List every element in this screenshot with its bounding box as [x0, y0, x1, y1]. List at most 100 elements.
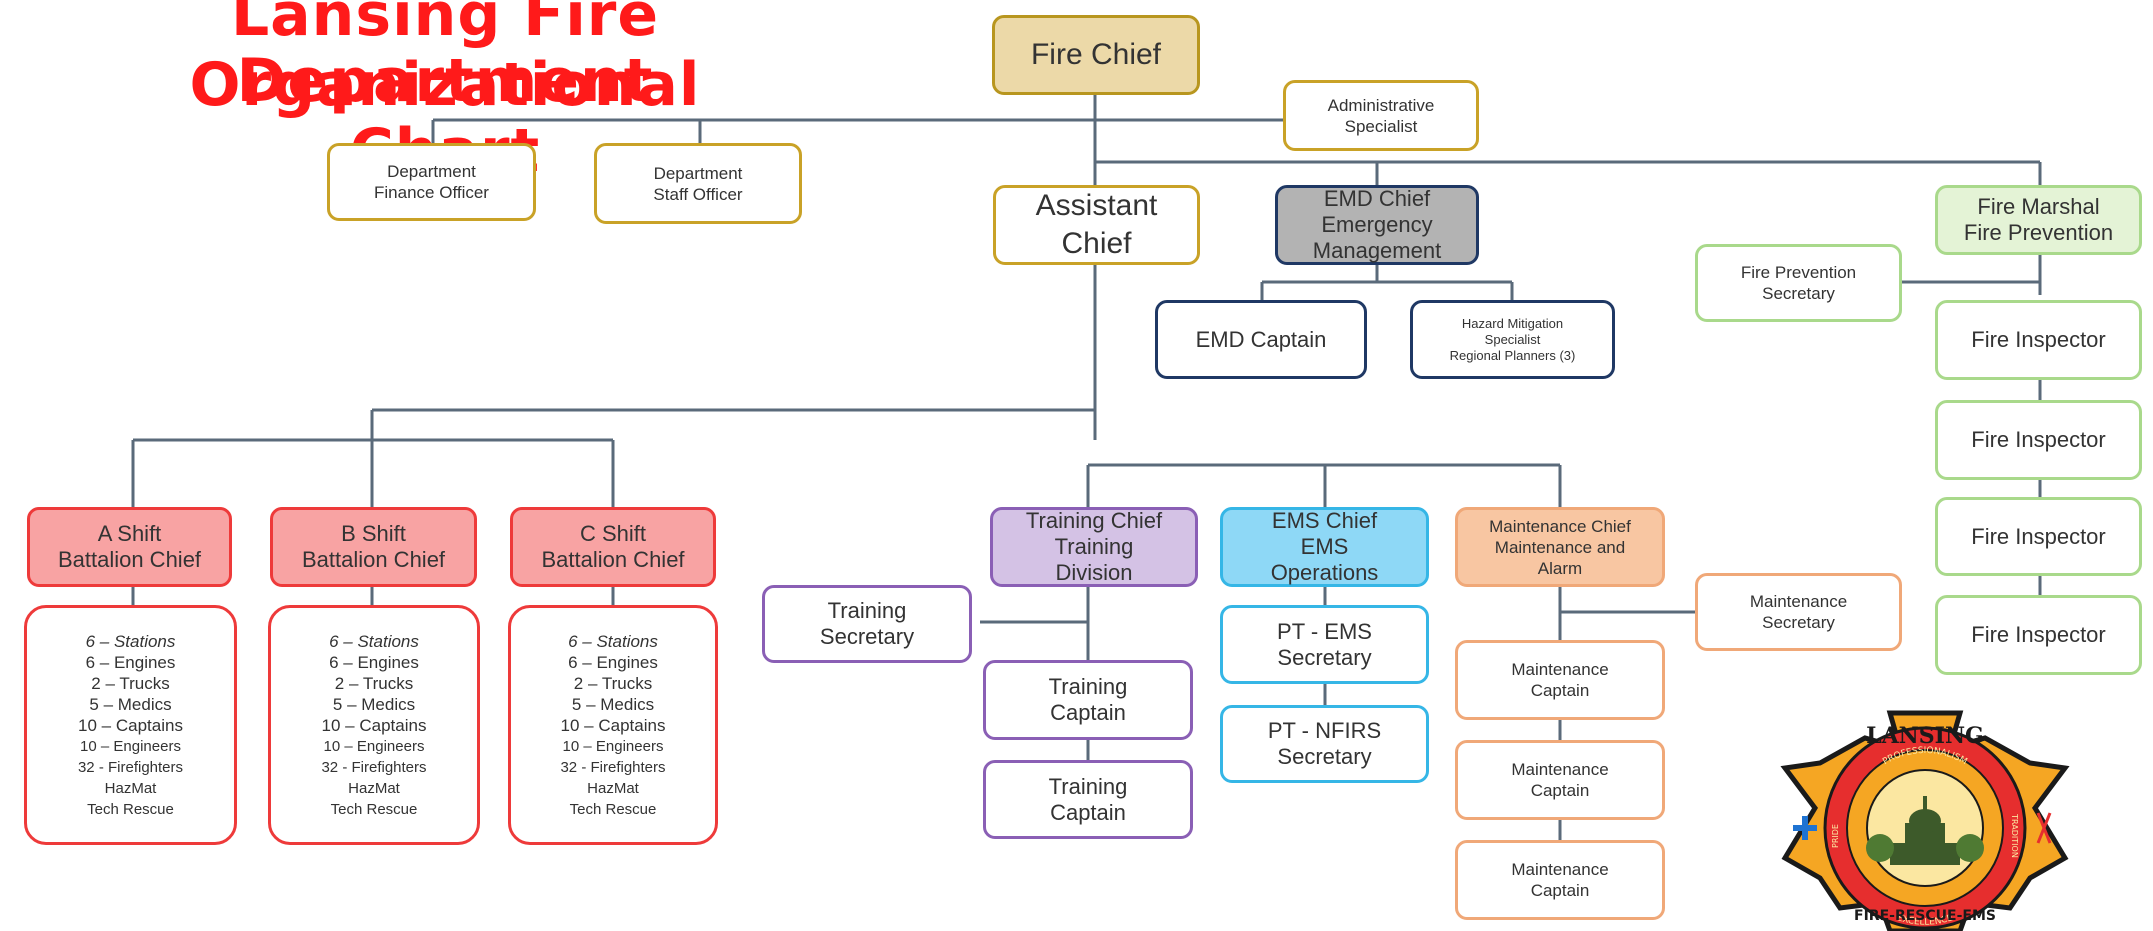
c-shift-details-box: 6 – Stations 6 – Engines 2 – Trucks 5 – … — [508, 605, 718, 845]
fire-chief-label: Fire Chief — [1030, 38, 1162, 71]
b-shift-captains: 10 – Captains — [321, 715, 427, 735]
fire-inspector-label-1: Fire Inspector — [1971, 327, 2106, 352]
fire-marshal-line-2: Fire Prevention — [1963, 220, 2114, 245]
hazard-mitigation-line-3: Regional Planners (3) — [1449, 347, 1576, 363]
c-shift-engines: 6 – Engines — [568, 652, 658, 672]
fire-prevention-secretary-line-2: Secretary — [1762, 284, 1835, 303]
training-chief-line-2: Training — [1054, 534, 1134, 559]
maintenance-captain-3-line-2: Captain — [1530, 881, 1590, 900]
c-shift-captains: 10 – Captains — [560, 715, 666, 735]
b-shift-stations: 6 – Stations — [329, 631, 419, 651]
department-finance-officer-box: Department Finance Officer — [327, 143, 536, 221]
hazard-mitigation-box: Hazard Mitigation Specialist Regional Pl… — [1410, 300, 1615, 379]
pt-nfirs-secretary-line-1: PT - NFIRS — [1267, 718, 1382, 743]
star-of-life-icon — [1793, 816, 1817, 840]
training-secretary-line-2: Secretary — [819, 624, 915, 649]
pt-nfirs-secretary-line-2: Secretary — [1277, 744, 1372, 769]
c-shift-trucks: 2 – Trucks — [573, 673, 653, 693]
staff-officer-line-2: Staff Officer — [653, 184, 743, 204]
logo-right-text: TRADITION — [2010, 813, 2019, 858]
logo-left-text: PRIDE — [1831, 824, 1840, 848]
a-shift-captains: 10 – Captains — [78, 715, 183, 735]
fire-inspector-box-2: Fire Inspector — [1935, 400, 2142, 480]
fire-prevention-secretary-line-1: Fire Prevention — [1740, 263, 1857, 282]
maintenance-captain-box-2: Maintenance Captain — [1455, 740, 1665, 820]
training-secretary-box: Training Secretary — [762, 585, 972, 663]
training-chief-box: Training Chief Training Division — [990, 507, 1198, 587]
c-shift-stations: 6 – Stations — [568, 631, 658, 651]
maintenance-captain-2-line-1: Maintenance — [1511, 760, 1609, 779]
assistant-chief-box: Assistant Chief — [993, 185, 1200, 265]
maintenance-chief-box: Maintenance Chief Maintenance and Alarm — [1455, 507, 1665, 587]
maintenance-captain-1-line-2: Captain — [1530, 681, 1590, 700]
ems-chief-line-3: Operations — [1270, 560, 1379, 585]
fire-prevention-secretary-box: Fire Prevention Secretary — [1695, 244, 1902, 322]
administrative-specialist-box: Administrative Specialist — [1283, 80, 1479, 151]
b-shift-tech-rescue: Tech Rescue — [330, 800, 418, 818]
b-shift-hazmat: HazMat — [348, 779, 400, 797]
staff-officer-line-1: Department — [653, 163, 743, 183]
c-shift-tech-rescue: Tech Rescue — [569, 800, 657, 818]
logo-bottom-text: FIRE-RESCUE-EMS — [1854, 908, 1996, 924]
capitol-building-icon — [1866, 796, 1984, 865]
b-shift-line-1: B Shift — [341, 521, 406, 546]
ems-chief-box: EMS Chief EMS Operations — [1220, 507, 1429, 587]
pt-ems-secretary-line-1: PT - EMS — [1277, 618, 1372, 644]
c-shift-firefighters: 32 - Firefighters — [560, 758, 666, 776]
fire-inspector-label-4: Fire Inspector — [1971, 622, 2106, 647]
fire-inspector-box-3: Fire Inspector — [1935, 497, 2142, 576]
lansing-fire-logo: LANSING PROFESSIONALISM EXCELLENCE PRIDE… — [1780, 710, 2070, 931]
b-shift-line-2: Battalion Chief — [301, 547, 446, 572]
b-shift-medics: 5 – Medics — [332, 694, 416, 714]
c-shift-hazmat: HazMat — [587, 779, 639, 797]
a-shift-line-1: A Shift — [97, 521, 162, 546]
training-captain-1-line-1: Training — [1048, 674, 1128, 699]
maintenance-chief-line-1: Maintenance Chief — [1489, 516, 1631, 536]
training-captain-box-2: Training Captain — [983, 760, 1193, 839]
pt-nfirs-secretary-box: PT - NFIRS Secretary — [1220, 705, 1429, 783]
training-chief-line-3: Division — [1055, 560, 1133, 585]
b-shift-engineers: 10 – Engineers — [323, 737, 425, 755]
a-shift-firefighters: 32 - Firefighters — [77, 758, 184, 776]
c-shift-line-2: Battalion Chief — [541, 547, 685, 572]
maintenance-chief-line-2: Maintenance and — [1494, 537, 1626, 557]
maintenance-captain-1-line-1: Maintenance — [1511, 660, 1609, 679]
maintenance-captain-box-1: Maintenance Captain — [1455, 640, 1665, 720]
logo-top-text: LANSING — [1866, 723, 1984, 749]
ladder-icon — [2036, 812, 2052, 844]
b-shift-firefighters: 32 - Firefighters — [321, 758, 427, 776]
hazard-mitigation-line-2: Specialist — [1484, 331, 1541, 347]
a-shift-medics: 5 – Medics — [89, 694, 172, 714]
a-shift-tech-rescue: Tech Rescue — [87, 800, 174, 818]
c-shift-medics: 5 – Medics — [571, 694, 655, 714]
a-shift-engines: 6 – Engines — [85, 652, 176, 672]
emd-chief-line-1: EMD Chief — [1323, 186, 1431, 211]
training-captain-1-line-2: Captain — [1050, 700, 1126, 725]
assistant-chief-line-1: Assistant — [1035, 189, 1158, 222]
b-shift-details-box: 6 – Stations 6 – Engines 2 – Trucks 5 – … — [268, 605, 480, 845]
maintenance-secretary-box: Maintenance Secretary — [1695, 573, 1902, 651]
training-captain-2-line-2: Captain — [1050, 799, 1126, 825]
finance-officer-line-1: Department — [387, 162, 476, 181]
a-shift-hazmat: HazMat — [104, 779, 157, 797]
training-chief-line-1: Training Chief — [1025, 508, 1163, 533]
maintenance-captain-2-line-2: Captain — [1530, 781, 1590, 800]
pt-ems-secretary-box: PT - EMS Secretary — [1220, 605, 1429, 684]
training-captain-box-1: Training Captain — [983, 660, 1193, 740]
finance-officer-line-2: Finance Officer — [374, 183, 489, 202]
c-shift-battalion-chief-box: C Shift Battalion Chief — [510, 507, 716, 587]
fire-inspector-label-2: Fire Inspector — [1971, 427, 2106, 452]
department-staff-officer-box: Department Staff Officer — [594, 143, 802, 224]
logo-ring-bottom-text: EXCELLENCE — [1896, 913, 1955, 928]
ems-chief-line-2: EMS — [1300, 534, 1349, 559]
fire-inspector-box-4: Fire Inspector — [1935, 595, 2142, 675]
emd-captain-label: EMD Captain — [1195, 326, 1327, 352]
pt-ems-secretary-line-2: Secretary — [1277, 644, 1372, 670]
b-shift-battalion-chief-box: B Shift Battalion Chief — [270, 507, 477, 587]
a-shift-details-box: 6 – Stations 6 – Engines 2 – Trucks 5 – … — [24, 605, 237, 845]
a-shift-stations: 6 – Stations — [85, 631, 176, 651]
administrative-specialist-line-1: Administrative — [1327, 95, 1435, 115]
b-shift-engines: 6 – Engines — [329, 652, 419, 672]
fire-chief-box: Fire Chief — [992, 15, 1200, 95]
a-shift-line-2: Battalion Chief — [57, 547, 202, 572]
